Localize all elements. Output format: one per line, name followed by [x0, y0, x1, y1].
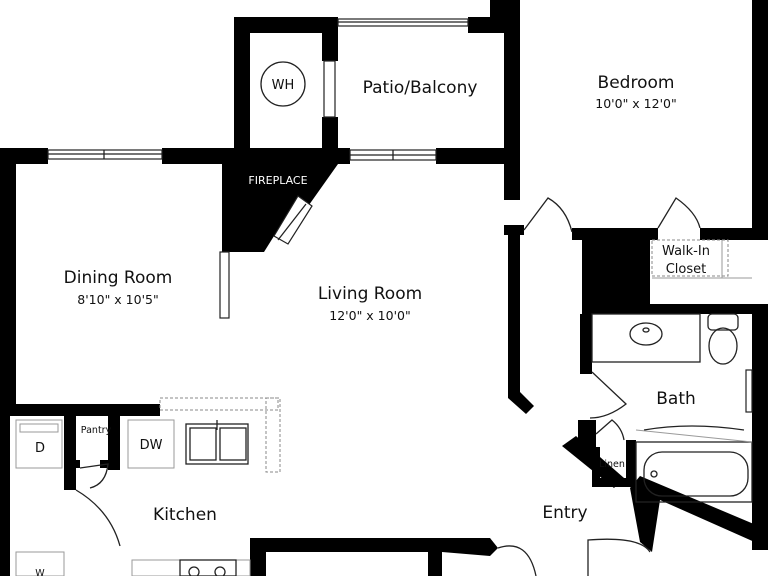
living-room-label: Living Room: [318, 284, 422, 304]
patio-label: Patio/Balcony: [363, 78, 478, 98]
water-heater-label: WH: [272, 78, 295, 93]
bedroom-label: Bedroom: [598, 73, 675, 93]
dryer-label: D: [35, 441, 45, 456]
pantry-label: Pantry: [81, 425, 112, 436]
windows: [47, 18, 753, 413]
linen-label: Linen: [599, 459, 625, 470]
walk-in-label-line2: Closet: [666, 262, 707, 277]
doors-fixtures: [15, 61, 753, 576]
living-room-dimensions: 12'0" x 10'0": [329, 308, 410, 323]
entry-label: Entry: [542, 503, 587, 523]
bath-label: Bath: [656, 389, 696, 409]
washer-label: W: [35, 568, 45, 576]
room-labels: Bedroom 10'0" x 12'0" Patio/Balcony WH F…: [35, 73, 710, 576]
dishwasher-label: DW: [140, 438, 163, 453]
dining-room-dimensions: 8'10" x 10'5": [77, 292, 158, 307]
dining-room-label: Dining Room: [64, 268, 173, 288]
walk-in-label-line1: Walk-In: [662, 244, 710, 259]
kitchen-label: Kitchen: [153, 505, 217, 525]
fireplace-label: FIREPLACE: [248, 174, 307, 187]
bedroom-dimensions: 10'0" x 12'0": [595, 96, 676, 111]
